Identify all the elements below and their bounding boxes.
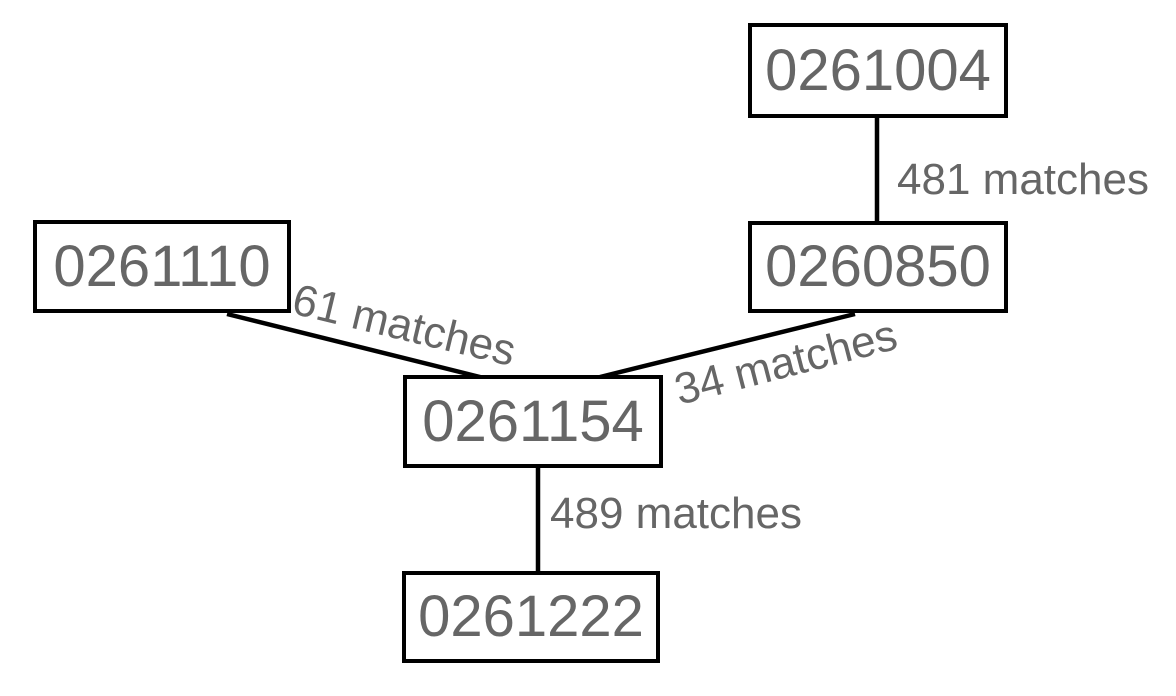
node-0261004[interactable]: 0261004 [748, 23, 1008, 118]
node-label: 0261222 [418, 584, 644, 649]
node-label: 0261154 [422, 388, 644, 454]
node-0261110[interactable]: 0261110 [33, 220, 291, 313]
edge-label-489-matches: 489 matches [550, 489, 802, 538]
edge-0261110-0261154 [226, 311, 485, 381]
node-0261154[interactable]: 0261154 [403, 375, 663, 468]
node-label: 0260850 [765, 234, 991, 299]
node-0261222[interactable]: 0261222 [402, 571, 660, 663]
node-label: 0261110 [53, 233, 271, 299]
node-label: 0261004 [765, 37, 991, 103]
edge-label-481-matches: 481 matches [897, 155, 1149, 204]
node-0260850[interactable]: 0260850 [748, 221, 1008, 313]
edge-0260850-0261154 [599, 311, 856, 380]
